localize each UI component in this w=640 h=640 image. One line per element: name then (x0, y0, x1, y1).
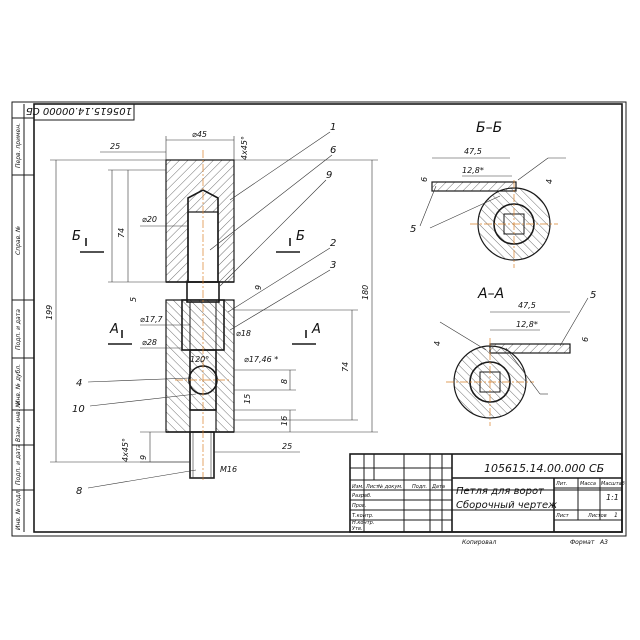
dim-25b: 25 (282, 442, 292, 451)
callout-6: 6 (330, 145, 336, 156)
side-label-3: Подп. и дата (15, 309, 22, 350)
section-aa-title: А–А (477, 286, 504, 302)
tb-copied: Копировал (462, 539, 496, 546)
bb-dim-475: 47,5 (464, 147, 482, 156)
section-bb: Б–Б 47,5 12,8* 6 4 5 (410, 120, 566, 268)
dim-d1746: ⌀17,46 * (244, 355, 278, 364)
dim-74b: 74 (341, 362, 350, 372)
tb-format: Формат (570, 539, 595, 546)
dim-chamfer2: 4х45° (121, 438, 130, 462)
bb-dim-4: 4 (545, 179, 554, 184)
section-markers: Б Б А А (72, 229, 321, 345)
main-dimensions: ⌀45 25 4х45° 199 74 ⌀20 180 5 ⌀17,7 ⌀28 … (45, 130, 378, 479)
dim-25: 25 (110, 142, 120, 151)
tb-row-izm: Изм. (352, 484, 364, 490)
dim-9a: 9 (254, 285, 263, 290)
bb-dim-6: 6 (420, 177, 429, 182)
dim-chamfer1: 4х45° (240, 136, 249, 160)
section-aa: А–А 47,5 12,8* 4 6 5 (433, 286, 596, 426)
aa-dim-128: 12,8* (516, 320, 538, 329)
tb-role-1: Разраб. (352, 493, 372, 499)
code-stamp: 105615.14.00000 СБ (26, 105, 132, 116)
tb-mass: Масса (580, 481, 596, 487)
tb-role-2: Пров. (352, 503, 367, 509)
dim-15: 15 (243, 394, 252, 404)
dim-199: 199 (45, 305, 54, 320)
bb-callout-5: 5 (410, 224, 416, 235)
tb-scale: Масштаб (601, 481, 625, 487)
side-label-6: Подп. и дата (15, 444, 22, 485)
tb-name-2: Сборочный чертеж (456, 499, 557, 511)
dim-16: 16 (280, 416, 289, 426)
section-bb-title: Б–Б (476, 120, 502, 136)
tb-sheets-count: 1 (614, 512, 618, 519)
tb-role-3: Т.контр. (352, 513, 374, 519)
callout-3: 3 (330, 260, 336, 271)
tb-row-list: Лист (365, 484, 380, 490)
dim-9b: 9 (139, 455, 148, 460)
code-stamp-box (33, 103, 135, 121)
aa-dim-475: 47,5 (518, 301, 536, 310)
tb-code: 105615.14.00.000 СБ (484, 462, 604, 475)
outer-frame (11, 101, 627, 537)
left-strip: Перв. примен. Справ. № Подп. и дата Инв.… (12, 104, 34, 532)
tb-name-1: Петля для ворот (456, 486, 545, 497)
marker-b-right: Б (296, 229, 305, 244)
callout-2: 2 (330, 238, 336, 249)
side-label-5: Взам. инв. № (15, 401, 22, 442)
dim-8: 8 (280, 379, 289, 384)
dim-180: 180 (361, 285, 370, 300)
marker-b-left: Б (72, 229, 81, 244)
dim-d45: ⌀45 (192, 130, 207, 139)
side-label-1: Перв. примен. (15, 123, 22, 168)
dim-d20: ⌀20 (142, 215, 157, 224)
side-label-7: Инв. № подл. (15, 489, 22, 530)
marker-a-left: А (109, 322, 119, 337)
dim-d28: ⌀28 (142, 338, 157, 347)
tb-lit: Лит. (555, 481, 568, 487)
tb-row-doc: № докум. (377, 484, 403, 490)
title-block: 105615.14.00.000 СБ Петля для ворот Сбор… (349, 453, 625, 546)
tb-role-5: Утв. (352, 526, 363, 532)
dim-74a: 74 (117, 228, 126, 238)
tb-sheets: Листов (587, 513, 607, 519)
marker-a-right: А (311, 322, 321, 337)
inner-frame (33, 103, 623, 533)
tb-row-sign: Подп. (412, 484, 427, 490)
dim-120: 120° (190, 355, 209, 364)
tb-role-4: Н.контр. (352, 520, 374, 526)
callout-1: 1 (330, 122, 336, 133)
tb-sheet: Лист (555, 513, 570, 519)
main-callouts: 1 6 9 2 3 4 10 8 (72, 122, 336, 497)
aa-dim-4: 4 (433, 341, 442, 346)
main-view (165, 150, 235, 480)
dim-m16: М16 (220, 465, 237, 474)
tb-format-value: А3 (599, 539, 608, 546)
bb-dim-128: 12,8* (462, 166, 484, 175)
aa-callout-5: 5 (590, 290, 596, 301)
callout-8: 8 (76, 486, 82, 497)
aa-dim-6: 6 (581, 337, 590, 342)
side-label-2: Справ. № (15, 226, 22, 255)
tb-scale-value: 1:1 (606, 493, 619, 502)
dim-d177: ⌀17,7 (140, 315, 164, 324)
tb-row-date: Дата (431, 484, 445, 490)
callout-4: 4 (76, 378, 82, 389)
dim-5: 5 (129, 297, 138, 302)
side-label-4: Инв. № дубл. (15, 364, 22, 405)
callout-10: 10 (72, 404, 85, 415)
dim-d18: ⌀18 (236, 329, 251, 338)
callout-9: 9 (326, 170, 332, 181)
